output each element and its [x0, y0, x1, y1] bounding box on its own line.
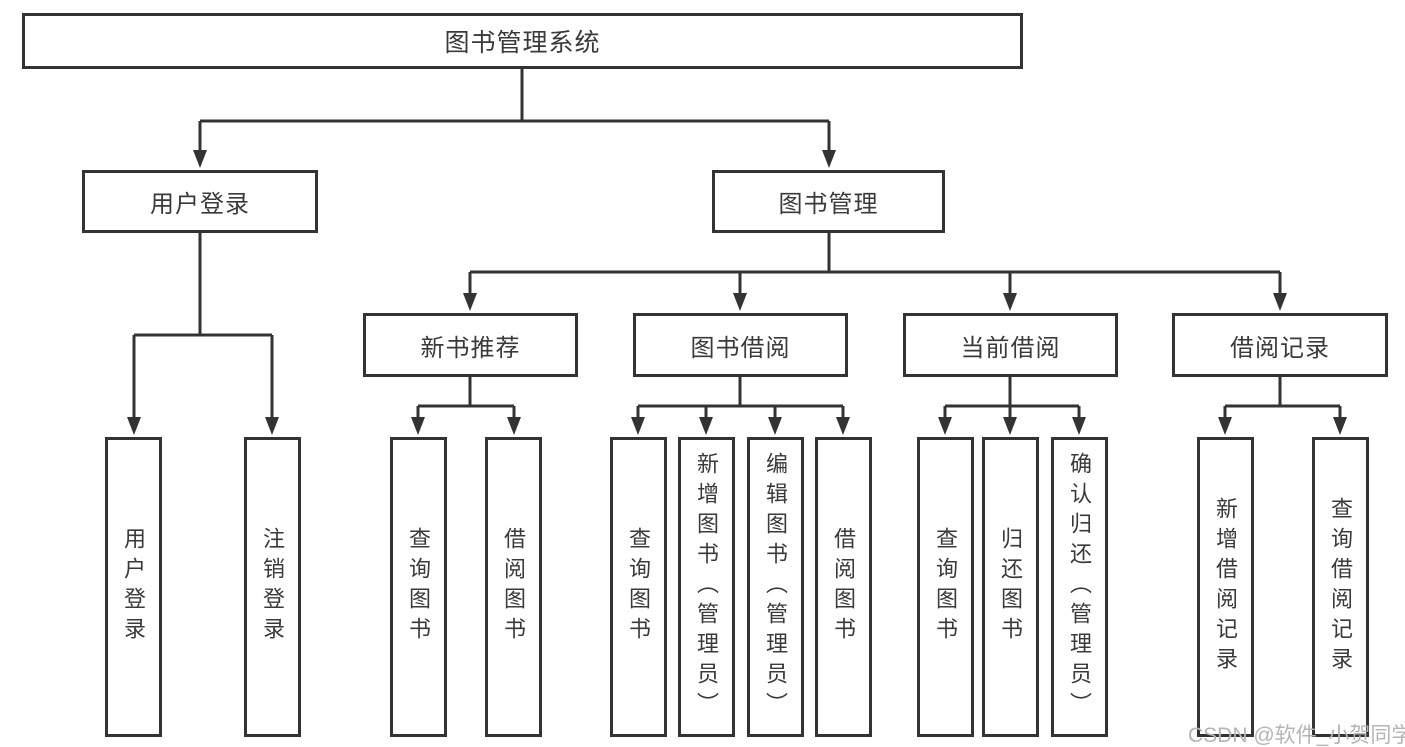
leaf-edit-book-admin: 编辑图书（管理员） [747, 437, 804, 737]
csdn-watermark: CSDN @软件_小贺同学 [1188, 724, 1405, 747]
leaf-confirm-return-admin: 确认归还（管理员） [1051, 437, 1108, 737]
connector-paths [132, 69, 1342, 423]
node-current-borrow: 当前借阅 [903, 313, 1118, 377]
leaf-borrow-books: 借阅图书 [815, 437, 872, 737]
node-borrow-records: 借阅记录 [1172, 313, 1388, 377]
leaf-logout: 注销登录 [244, 437, 301, 737]
leaf-query-books-borrow: 查询图书 [610, 437, 667, 737]
arrow-heads [127, 150, 1347, 435]
node-book-borrow: 图书借阅 [633, 313, 848, 377]
leaf-user-login: 用户登录 [105, 437, 162, 737]
leaf-add-book-admin: 新增图书（管理员） [678, 437, 735, 737]
leaf-query-borrow-record: 查询借阅记录 [1312, 437, 1369, 737]
node-user-login: 用户登录 [82, 170, 318, 233]
node-new-book-recommend: 新书推荐 [363, 313, 578, 377]
node-book-management: 图书管理 [712, 170, 945, 233]
leaf-query-books-recommend: 查询图书 [390, 437, 447, 737]
leaf-query-books-current: 查询图书 [917, 437, 974, 737]
leaf-add-borrow-record: 新增借阅记录 [1197, 437, 1254, 737]
leaf-borrow-books-recommend: 借阅图书 [485, 437, 542, 737]
node-root-system: 图书管理系统 [22, 13, 1023, 69]
leaf-return-book: 归还图书 [982, 437, 1039, 737]
